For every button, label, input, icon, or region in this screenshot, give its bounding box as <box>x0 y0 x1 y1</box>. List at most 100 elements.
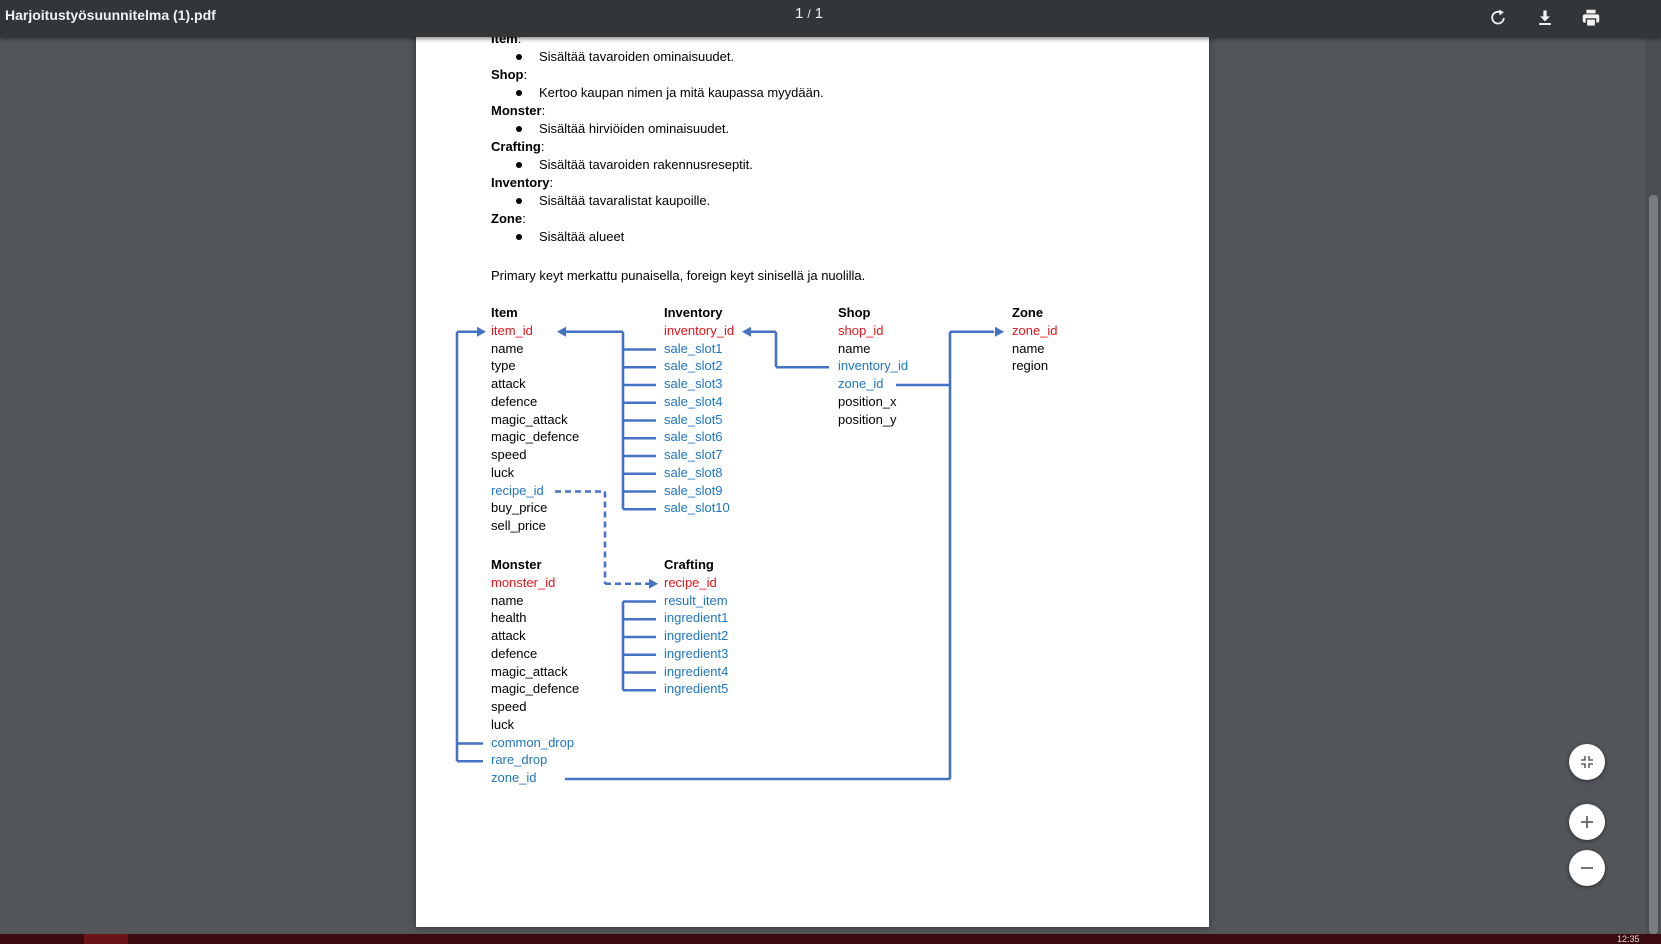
inventory-field: sale_slot1 <box>664 340 723 356</box>
crafting-field: ingredient4 <box>664 663 729 679</box>
rotate-icon <box>1491 9 1505 25</box>
entity-description: Sisältää alueet <box>539 229 625 244</box>
crafting-table-title: Crafting <box>664 557 714 572</box>
item-table-title: Item <box>491 305 518 320</box>
entity-description: Kertoo kaupan nimen ja mitä kaupassa myy… <box>539 85 824 100</box>
taskbar-app-button[interactable] <box>84 934 128 944</box>
zoom-in-icon <box>1581 816 1593 828</box>
scrollbar-thumb[interactable] <box>1649 195 1658 934</box>
monster-field: magic_attack <box>491 663 568 679</box>
monster-field: luck <box>491 716 515 732</box>
arrowhead <box>477 326 486 337</box>
zoom-out-button[interactable] <box>1569 850 1605 886</box>
item-field: type <box>491 358 516 374</box>
entity-heading: Monster: <box>491 103 545 119</box>
zone-table-title: Zone <box>1012 305 1044 320</box>
crafting-field: ingredient2 <box>664 628 729 643</box>
total-page-count: 1 <box>814 5 824 22</box>
arrowhead <box>649 578 658 589</box>
entity-heading: Crafting: <box>491 139 544 155</box>
download-button[interactable] <box>1531 4 1559 32</box>
inventory-field: sale_slot10 <box>664 500 730 516</box>
entity-colon: : <box>517 31 522 46</box>
item-field: name <box>491 340 524 356</box>
rotate-button[interactable] <box>1484 4 1512 32</box>
item-field: buy_price <box>491 500 548 516</box>
entity-colon: : <box>549 175 554 190</box>
entity-name: Inventory <box>491 175 550 190</box>
item-field: speed <box>491 447 527 462</box>
shop-field: position_y <box>838 411 897 427</box>
item-field: sell_price <box>491 518 546 533</box>
item-field: magic_attack <box>491 411 568 427</box>
crafting-field: ingredient1 <box>664 610 729 626</box>
shop-field: name <box>838 340 871 356</box>
bullet-point <box>516 90 522 96</box>
entity-description: Sisältää tavaroiden ominaisuudet. <box>539 49 735 64</box>
bullet-point <box>516 126 522 132</box>
inventory-field: sale_slot5 <box>664 411 723 427</box>
monster-field: attack <box>491 628 526 643</box>
item-field: magic_defence <box>491 429 580 445</box>
entity-name: Shop <box>491 67 524 82</box>
zone-field: region <box>1012 358 1049 374</box>
download-icon <box>1539 10 1551 25</box>
entity-name: Zone <box>491 211 523 226</box>
bullet-point <box>516 234 522 240</box>
shop-field: position_x <box>838 393 897 409</box>
shop-table-title: Shop <box>838 305 871 320</box>
monster-field: magic_defence <box>491 681 580 697</box>
entity-name: Monster <box>491 103 542 118</box>
entity-name: Crafting <box>491 139 541 154</box>
inventory-field: sale_slot3 <box>664 376 723 391</box>
monster-field: monster_id <box>491 574 556 590</box>
pdf-toolbar: Harjoitustyösuunnitelma (1).pdf 1/1 <box>0 0 1661 37</box>
inventory-field: sale_slot8 <box>664 464 723 480</box>
monster-field: health <box>491 610 527 626</box>
item-field: defence <box>491 393 538 409</box>
arrowhead <box>995 326 1004 337</box>
inventory-field: sale_slot7 <box>664 447 723 462</box>
item-field: attack <box>491 376 526 391</box>
shop-field: shop_id <box>838 322 884 338</box>
shop-field: zone_id <box>838 376 884 391</box>
inventory-field: sale_slot4 <box>664 393 723 409</box>
inventory-field: inventory_id <box>664 322 735 338</box>
page-indicator: 1/1 <box>795 5 823 22</box>
document-title: Harjoitustyösuunnitelma (1).pdf <box>5 7 216 23</box>
monster-field: common_drop <box>491 734 575 750</box>
bullet-point <box>516 162 522 168</box>
bullet-point <box>516 198 522 204</box>
taskbar: 12:35 <box>0 934 1661 944</box>
arrowhead <box>742 326 751 337</box>
monster-field: zone_id <box>491 770 537 785</box>
entity-heading: Shop: <box>491 67 527 83</box>
monster-field: speed <box>491 699 527 714</box>
entity-heading: Inventory: <box>491 175 553 191</box>
print-button[interactable] <box>1577 4 1605 32</box>
item-field: recipe_id <box>491 482 544 498</box>
legend-note: Primary keyt merkattu punaisella, foreig… <box>491 268 866 283</box>
item-field: luck <box>491 464 515 480</box>
monster-field: defence <box>491 645 538 661</box>
fit-to-page-button[interactable] <box>1569 744 1605 780</box>
page-separator: / <box>807 7 811 21</box>
entity-description: Sisältää hirviöiden ominaisuudet. <box>539 121 730 136</box>
entity-description: Sisältää tavaralistat kaupoille. <box>539 193 711 208</box>
taskbar-clock: 12:35 <box>1617 934 1640 944</box>
bullet-point <box>516 54 522 60</box>
monster-field: rare_drop <box>491 752 548 768</box>
entity-colon: : <box>523 67 528 82</box>
current-page-number[interactable]: 1 <box>795 5 804 22</box>
print-icon <box>1582 9 1600 27</box>
fit-to-page-icon <box>1581 756 1593 768</box>
entity-colon: : <box>541 103 546 118</box>
zone-field: zone_id <box>1012 322 1058 338</box>
pdf-page: Item: Sisältää tavaroiden ominaisuudet. Sh… <box>416 0 1209 927</box>
zoom-in-button[interactable] <box>1569 804 1605 840</box>
inventory-field: sale_slot2 <box>664 358 723 374</box>
zoom-out-icon <box>1581 867 1593 869</box>
entity-heading: Zone: <box>491 211 526 227</box>
inventory-table-title: Inventory <box>664 305 723 320</box>
entity-description: Sisältää tavaroiden rakennusreseptit. <box>539 157 753 172</box>
